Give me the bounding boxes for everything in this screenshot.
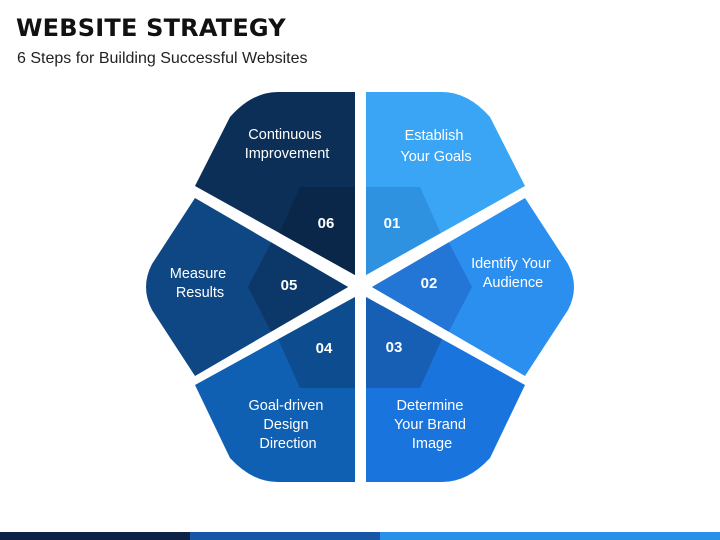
step-02-shape [372, 198, 574, 376]
step-04-number: 04 [316, 340, 333, 357]
step-06-label-line-1: Continuous [248, 127, 321, 143]
step-04-label: Goal-driven Design Direction [249, 398, 328, 452]
step-01-label-line-1: Establish [405, 128, 464, 144]
footer-bar-light [380, 532, 720, 540]
step-06-label: Continuous Improvement [245, 127, 330, 162]
step-02-label: Identify Your Audience [471, 256, 555, 291]
step-03-label-line-2: Your Brand [394, 417, 466, 433]
step-04-label-line-3: Direction [259, 436, 316, 452]
step-02-number: 02 [421, 275, 438, 292]
step-05-label-line-2: Results [176, 285, 224, 301]
step-03-number: 03 [386, 339, 403, 356]
step-01-label-line-2: Your Goals [400, 149, 471, 165]
step-05-shape [146, 198, 348, 376]
page-subtitle: 6 Steps for Building Successful Websites [17, 50, 308, 67]
footer-bar-dark [0, 532, 190, 540]
step-05-label: Measure Results [170, 266, 230, 301]
step-03-label-line-1: Determine [397, 398, 464, 414]
step-06-label-line-2: Improvement [245, 146, 330, 162]
footer-bar-mid [190, 532, 380, 540]
step-05-label-line-1: Measure [170, 266, 226, 282]
step-06-number: 06 [318, 215, 335, 232]
step-01-label: Establish Your Goals [400, 128, 471, 165]
step-03-label-line-3: Image [412, 436, 452, 452]
step-05-number: 05 [281, 277, 298, 294]
step-02-label-line-1: Identify Your [471, 256, 551, 272]
step-04-label-line-2: Design [263, 417, 308, 433]
page-title: WEBSITE STRATEGY [16, 14, 286, 42]
step-02-label-line-2: Audience [483, 275, 543, 291]
step-04-label-line-1: Goal-driven [249, 398, 324, 414]
step-03-label: Determine Your Brand Image [394, 398, 470, 452]
step-01-number: 01 [384, 215, 401, 232]
